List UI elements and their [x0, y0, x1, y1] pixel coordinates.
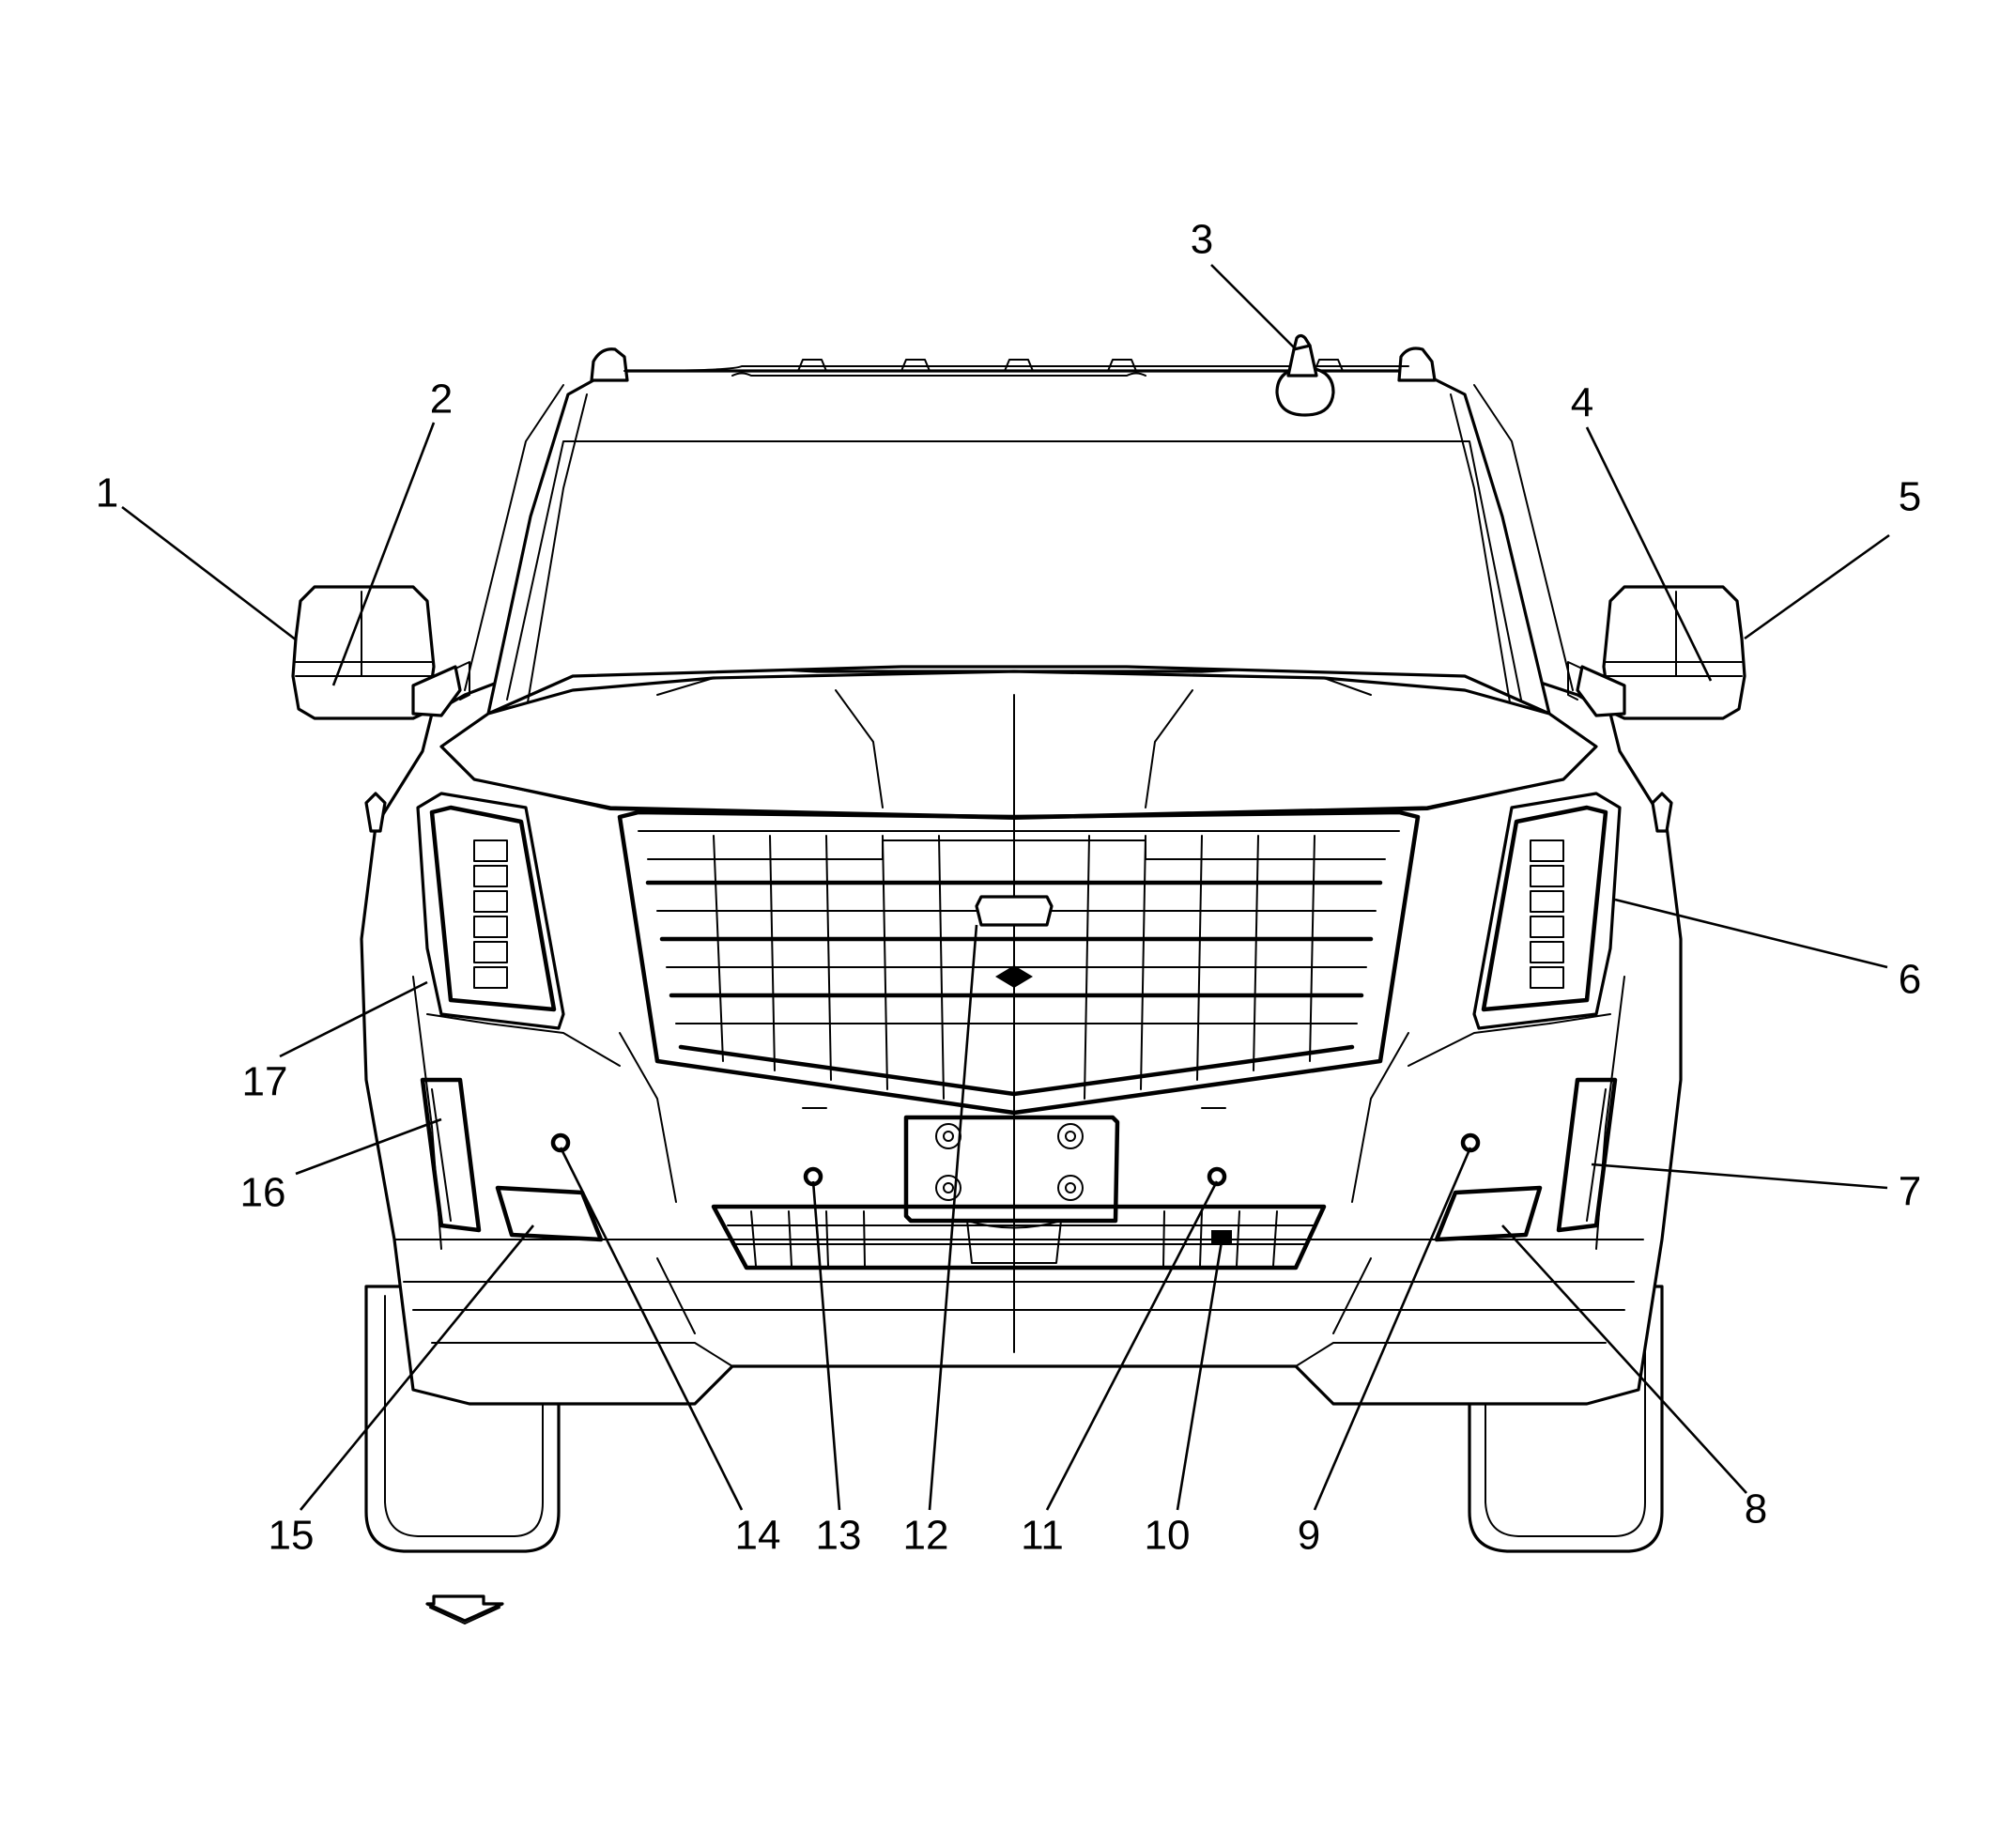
leader-lines: [121, 264, 1890, 1511]
callout-2: 2: [430, 377, 453, 423]
callout-7: 7: [1899, 1169, 1921, 1215]
callout-9: 9: [1298, 1513, 1320, 1559]
callout-1: 1: [96, 470, 118, 516]
callout-10: 10: [1145, 1513, 1191, 1559]
callout-17: 17: [242, 1059, 288, 1105]
vehicle-front-view: [291, 333, 1746, 1553]
callout-5: 5: [1899, 474, 1921, 520]
callout-15: 15: [269, 1513, 315, 1559]
callout-13: 13: [816, 1513, 862, 1559]
headlight-left: [416, 792, 565, 1030]
callout-16: 16: [240, 1170, 286, 1216]
callout-4: 4: [1571, 380, 1593, 426]
license-plate: [903, 1115, 1120, 1224]
callout-labels: 1 2 3 4 5 6 7 8 9 10 11 12 13 14 15 16 1…: [96, 217, 1921, 1559]
mirror-left: [291, 585, 470, 720]
corner-lamp-left: [420, 1077, 604, 1242]
roof-frame: [486, 369, 1551, 716]
callout-14: 14: [735, 1513, 781, 1559]
callout-3: 3: [1191, 217, 1213, 263]
headlight-right: [1472, 792, 1622, 1030]
corner-lamp-right: [1434, 1077, 1618, 1242]
hood: [439, 670, 1598, 819]
callout-11: 11: [1021, 1513, 1064, 1559]
mirror-right: [1567, 585, 1746, 720]
callout-6: 6: [1899, 957, 1921, 1003]
callout-12: 12: [903, 1513, 949, 1559]
sensor-14: [550, 1132, 571, 1153]
antenna: [1275, 333, 1335, 417]
arrow-down-icon: [425, 1594, 504, 1625]
callout-8: 8: [1745, 1486, 1767, 1532]
lower-grille: [711, 1204, 1327, 1270]
grille: [617, 809, 1421, 1116]
sensor-11: [1207, 1166, 1227, 1187]
